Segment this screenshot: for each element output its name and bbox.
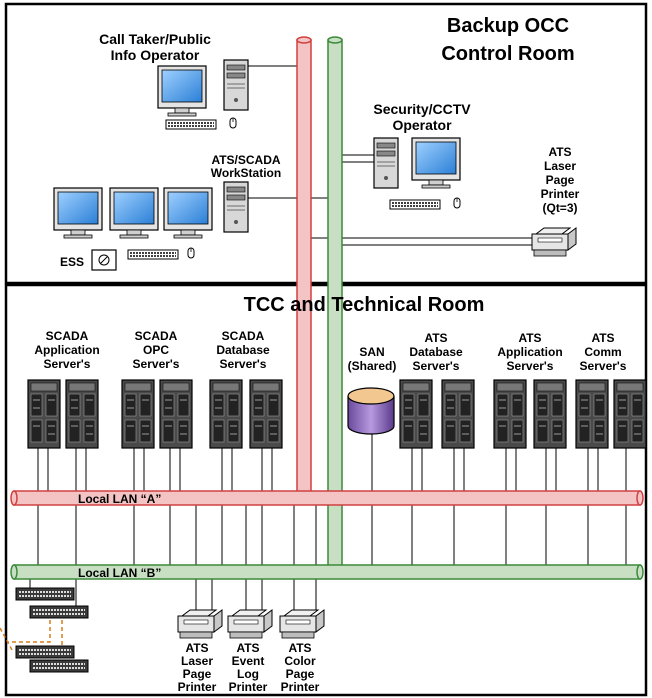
workstation-monitor-3-icon xyxy=(163,187,213,239)
ats-app-label-line1: ATS xyxy=(518,331,541,345)
scada-app-label-line2: Application xyxy=(34,343,99,357)
tech-room-frame xyxy=(4,283,648,697)
ats-comm-server-1-icon xyxy=(575,379,609,449)
security-label-line1: Security/CCTV xyxy=(373,101,471,117)
lan-a-pipe xyxy=(10,490,644,506)
tech-room-title: TCC and Technical Room xyxy=(244,294,485,316)
security-monitor-icon xyxy=(411,137,461,189)
lan-a-backbone xyxy=(296,36,312,504)
workstation-keyboard-icon xyxy=(127,249,179,260)
scada-db-label-line3: Server's xyxy=(220,357,267,371)
call-taker-monitor-icon xyxy=(157,65,207,117)
network-switch-1-icon xyxy=(15,587,75,601)
scada-opc-server-2-icon xyxy=(159,379,193,449)
scada-opc-label-line1: SCADA xyxy=(135,329,178,343)
color-printer-label-line4: Printer xyxy=(281,680,320,694)
event-log-label-line4: Printer xyxy=(229,680,268,694)
security-mouse-icon xyxy=(453,197,461,209)
scada-db-label-line2: Database xyxy=(216,343,270,357)
scada-opc-server-1-icon xyxy=(121,379,155,449)
color-printer-label-line3: Page xyxy=(286,667,315,681)
network-switch-4-icon xyxy=(29,659,89,673)
event-log-label-line2: Event xyxy=(232,654,265,668)
scada-db-server-1-icon xyxy=(209,379,243,449)
call-taker-keyboard-icon xyxy=(165,119,217,130)
workstation-monitor-2-icon xyxy=(109,187,159,239)
ess-box-icon xyxy=(91,249,117,271)
ats-scada-label-line1: ATS/SCADA xyxy=(211,153,280,167)
workstation-monitor-1-icon xyxy=(53,187,103,239)
scada-opc-label-line2: OPC xyxy=(143,343,169,357)
ats-db-label-line1: ATS xyxy=(424,331,447,345)
color-printer-label-line1: ATS xyxy=(288,641,311,655)
security-label-line2: Operator xyxy=(392,117,452,133)
dashed-links xyxy=(0,620,63,651)
bottom-laser-label-line4: Printer xyxy=(178,680,217,694)
workstation-mouse-icon xyxy=(187,247,195,259)
ats-app-server-1-icon xyxy=(493,379,527,449)
network-switch-3-icon xyxy=(15,645,75,659)
call-taker-tower-icon xyxy=(223,59,249,111)
scada-app-server-2-icon xyxy=(65,379,99,449)
backup-printer-label-line3: Page xyxy=(546,173,575,187)
backup-printer-label-line4: Printer xyxy=(541,187,580,201)
ats-comm-label-line3: Server's xyxy=(580,359,627,373)
call-taker-label-line1: Call Taker/Public xyxy=(99,31,211,47)
bottom-laser-label-line1: ATS xyxy=(185,641,208,655)
ats-scada-label-line2: WorkStation xyxy=(211,166,281,180)
ess-label: ESS xyxy=(60,255,84,269)
security-keyboard-icon xyxy=(389,199,441,210)
scada-db-server-2-icon xyxy=(249,379,283,449)
backup-printer-label-line1: ATS xyxy=(548,145,571,159)
lan-b-pipe xyxy=(10,564,644,580)
scada-db-label-line1: SCADA xyxy=(222,329,265,343)
network-switch-2-icon xyxy=(29,605,89,619)
ats-db-server-2-icon xyxy=(441,379,475,449)
scada-app-label-line3: Server's xyxy=(44,357,91,371)
backup-printer-label-line5: (Qt=3) xyxy=(542,201,577,215)
backup-title-line1: Backup OCC xyxy=(447,15,569,37)
ats-comm-label-line2: Comm xyxy=(584,345,621,359)
event-log-label-line3: Log xyxy=(237,667,259,681)
lan-b-label: Local LAN “B” xyxy=(78,566,161,580)
workstation-tower-icon xyxy=(223,181,249,233)
backup-printer-label-line2: Laser xyxy=(544,159,576,173)
san-label-line2: (Shared) xyxy=(348,359,397,373)
ats-db-server-1-icon xyxy=(399,379,433,449)
ats-db-label-line2: Database xyxy=(409,345,463,359)
ats-comm-server-2-icon xyxy=(613,379,647,449)
lan-a-label: Local LAN “A” xyxy=(78,492,161,506)
ats-app-label-line2: Application xyxy=(497,345,562,359)
ats-comm-label-line1: ATS xyxy=(591,331,614,345)
san-storage-icon xyxy=(347,387,395,435)
scada-app-label-line1: SCADA xyxy=(46,329,89,343)
scada-opc-label-line3: Server's xyxy=(133,357,180,371)
lan-b-backbone xyxy=(327,36,343,579)
ats-app-server-2-icon xyxy=(533,379,567,449)
bottom-laser-label-line2: Laser xyxy=(181,654,213,668)
ats-db-label-line3: Server's xyxy=(413,359,460,373)
backup-title-line2: Control Room xyxy=(441,43,574,65)
scada-app-server-1-icon xyxy=(27,379,61,449)
san-label-line1: SAN xyxy=(359,345,384,359)
event-log-label-line1: ATS xyxy=(236,641,259,655)
security-tower-icon xyxy=(373,137,399,189)
call-taker-label-line2: Info Operator xyxy=(111,47,200,63)
color-printer-label-line2: Color xyxy=(284,654,316,668)
ats-app-label-line3: Server's xyxy=(507,359,554,373)
bottom-laser-label-line3: Page xyxy=(183,667,212,681)
call-taker-mouse-icon xyxy=(229,117,237,129)
